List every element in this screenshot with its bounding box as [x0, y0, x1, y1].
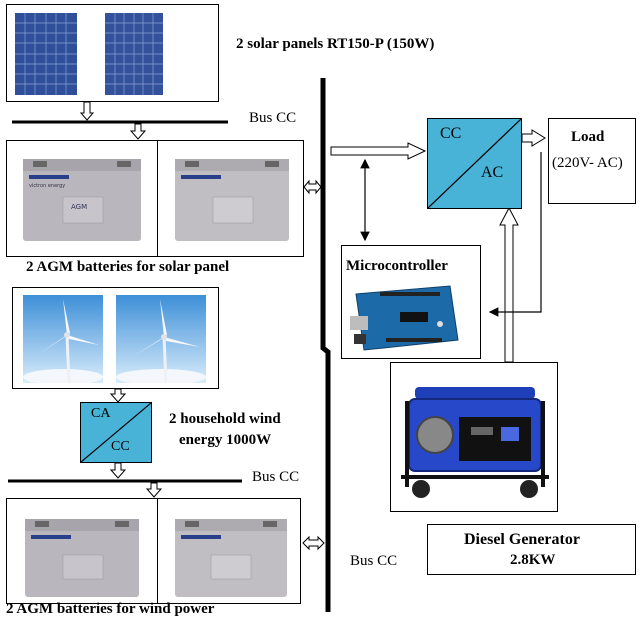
- wind-batteries-label: 2 AGM batteries for wind power: [6, 601, 215, 617]
- solar-panels-label: 2 solar panels RT150-P (150W): [236, 36, 435, 52]
- solar-batteries-label: 2 AGM batteries for solar panel: [26, 259, 230, 275]
- battery-icon: [175, 159, 289, 241]
- inverter-to-load-arrow: [521, 129, 546, 147]
- solar-panel-icon: [15, 13, 77, 95]
- converter-to-bus-arrow: [109, 462, 127, 479]
- wind-label-line2: energy 1000W: [179, 432, 272, 448]
- converter-input-label: CA: [91, 406, 111, 421]
- main-dc-bus: [320, 78, 331, 612]
- wind-batteries-box: [6, 498, 301, 604]
- load-title: Load: [571, 129, 605, 145]
- inverter-input-label: CC: [440, 125, 462, 142]
- load-box: Load (220V- AC): [548, 118, 636, 204]
- bus-to-solar-batteries-arrow: [129, 123, 147, 140]
- converter-output-label: CC: [111, 439, 130, 454]
- generator-label-box: Diesel Generator 2.8KW: [427, 524, 636, 575]
- inverter-diagonal: [428, 119, 521, 208]
- microcontroller-box: Microcontroller: [341, 245, 481, 359]
- solar-to-bus-arrow: [79, 101, 95, 121]
- solar-batteries-bus-link: [303, 179, 322, 195]
- main-bus-label: Bus CC: [350, 553, 398, 569]
- diesel-generator-icon: [401, 387, 549, 498]
- battery-divider: [157, 141, 158, 256]
- microcontroller-control-line: [488, 152, 542, 317]
- wind-turbines-box: [12, 287, 219, 389]
- arduino-board-icon: [350, 285, 459, 351]
- wind-to-converter-arrow: [109, 388, 127, 403]
- wind-label-line1: 2 household wind: [169, 411, 281, 427]
- generator-title: Diesel Generator: [464, 531, 580, 548]
- ca-cc-converter: CA CC: [80, 402, 152, 463]
- generator-power: 2.8KW: [510, 552, 556, 568]
- middle-bus-label: Bus CC: [252, 469, 300, 485]
- solar-panel-icon: [105, 13, 163, 95]
- wind-turbine-icon: [116, 295, 206, 383]
- solar-batteries-box: victron energy AGM: [6, 140, 304, 257]
- top-bus-label: Bus CC: [249, 110, 297, 126]
- battery-icon: [25, 519, 139, 597]
- wind-turbine-icon: [23, 295, 103, 383]
- converter-diagonal: [81, 403, 151, 462]
- microcontroller-label: Microcontroller: [346, 258, 448, 274]
- battery-type-text: AGM: [71, 203, 87, 211]
- bus-to-wind-batteries-arrow: [145, 482, 163, 498]
- bus-to-inverter-arrow: [330, 142, 427, 160]
- battery-icon: [175, 519, 287, 597]
- generator-to-inverter-arrow: [499, 206, 519, 363]
- inverter-output-label: AC: [481, 164, 504, 181]
- load-spec: (220V- AC): [552, 155, 623, 171]
- battery-brand-text: victron energy: [29, 183, 65, 189]
- battery-icon: victron energy AGM: [23, 159, 141, 241]
- inverter-cc-ac: CC AC: [427, 118, 522, 209]
- generator-image-box: [390, 362, 558, 512]
- solar-panels-box: [6, 4, 219, 102]
- wind-batteries-bus-link: [302, 535, 325, 551]
- battery-divider: [157, 499, 158, 603]
